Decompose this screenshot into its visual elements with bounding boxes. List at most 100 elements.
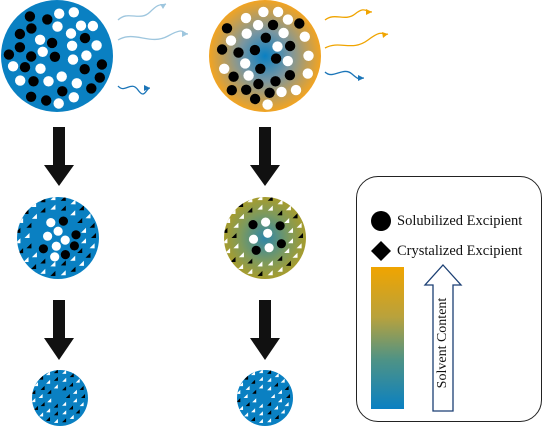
crystalized-excipient-diamond bbox=[47, 389, 52, 394]
crystalized-excipient-diamond bbox=[252, 389, 257, 394]
solubilized-excipient-dot bbox=[19, 61, 31, 73]
solubilized-excipient-dot bbox=[275, 221, 285, 231]
crystalized-excipient-diamond bbox=[26, 243, 32, 249]
solubilized-excipient-dot bbox=[276, 239, 286, 249]
crystalized-excipient-diamond bbox=[245, 402, 250, 407]
solubilized-excipient-dot bbox=[267, 19, 279, 31]
solvent-diamond bbox=[258, 376, 263, 381]
solvent-diamond bbox=[233, 243, 239, 249]
solvent-diamond bbox=[238, 264, 244, 270]
solvent-gradient-bar bbox=[371, 267, 404, 409]
solvent-diamond bbox=[230, 209, 236, 215]
solvent-dot bbox=[261, 217, 271, 227]
solvent-diamond bbox=[258, 403, 263, 408]
solvent-diamond bbox=[224, 238, 228, 244]
solvent-diamond bbox=[81, 238, 87, 244]
solvent-diamond bbox=[285, 205, 291, 211]
solvent-dot bbox=[290, 84, 302, 96]
crystalized-excipient-diamond bbox=[75, 409, 80, 414]
solvent-diamond bbox=[243, 394, 248, 399]
solvent-dot bbox=[241, 28, 252, 39]
crystalized-excipient-diamond bbox=[89, 222, 95, 228]
solvent-diamond bbox=[258, 411, 263, 416]
solvent-dot bbox=[34, 34, 46, 45]
crystalized-excipient-diamond bbox=[277, 255, 283, 261]
solvent-diamond bbox=[62, 377, 67, 382]
crystalized-excipient-diamond bbox=[53, 411, 58, 416]
crystalized-excipient-diamond bbox=[62, 386, 67, 391]
solubilized-excipient-dot bbox=[226, 85, 237, 96]
process-arrow-b1 bbox=[250, 127, 280, 186]
crystalized-excipient-diamond bbox=[292, 213, 298, 219]
solvent-content-arrow: Solvent Content bbox=[423, 263, 463, 413]
solvent-diamond bbox=[70, 210, 76, 216]
solvent-dot bbox=[299, 31, 310, 42]
solvent-diamond bbox=[257, 261, 263, 267]
solvent-dot bbox=[248, 234, 259, 244]
solubilized-excipient-dot bbox=[248, 220, 258, 230]
solvent-diamond bbox=[89, 243, 95, 249]
solvent-dot bbox=[252, 19, 264, 31]
solvent-dot bbox=[65, 28, 77, 39]
crystalized-excipient-diamond bbox=[274, 382, 279, 387]
solvent-diamond bbox=[70, 255, 76, 261]
solvent-diamond bbox=[53, 418, 58, 423]
solubilized-excipient-dot bbox=[228, 71, 239, 82]
solvent-diamond bbox=[17, 238, 21, 244]
mixed-particle-final bbox=[237, 370, 293, 426]
solubilized-excipient-dot bbox=[79, 63, 90, 75]
solvent-dot bbox=[87, 20, 99, 32]
solubilized-excipient-dot bbox=[270, 76, 281, 87]
solvent-diamond bbox=[267, 270, 273, 276]
solvent-diamond bbox=[238, 252, 244, 258]
crystalized-excipient-diamond bbox=[231, 233, 237, 239]
evaporation-arrows-blue bbox=[117, 3, 189, 95]
solubilized-excipient-dot bbox=[26, 23, 37, 34]
solvent-diamond bbox=[247, 268, 253, 274]
solvent-dot bbox=[56, 71, 67, 82]
solvent-diamond bbox=[39, 412, 44, 417]
solvent-dot bbox=[66, 40, 78, 51]
crystalized-excipient-diamond bbox=[77, 218, 83, 224]
crystalized-excipient-diamond bbox=[62, 418, 67, 423]
solubilized-excipient-dot bbox=[58, 216, 68, 226]
solvent-diamond bbox=[258, 384, 263, 389]
solvent-diamond bbox=[258, 418, 263, 423]
evaporation-arrows-orange bbox=[324, 9, 389, 81]
solvent-diamond bbox=[284, 402, 289, 407]
crystalized-excipient-diamond bbox=[17, 227, 21, 233]
solvent-diamond bbox=[69, 414, 74, 419]
solvent-diamond bbox=[79, 402, 84, 407]
blue-droplet-intermediate bbox=[17, 197, 99, 279]
solvent-diamond bbox=[288, 238, 294, 244]
solvent-diamond bbox=[50, 197, 56, 201]
solvent-dot bbox=[282, 55, 293, 67]
solvent-dot bbox=[7, 61, 19, 72]
solvent-diamond bbox=[46, 379, 51, 384]
solubilized-excipient-dot bbox=[249, 93, 261, 105]
solvent-diamond bbox=[284, 218, 290, 224]
solvent-diamond bbox=[38, 394, 43, 399]
solubilized-excipient-dot bbox=[216, 44, 228, 55]
crystalized-excipient-diamond bbox=[40, 197, 46, 203]
solvent-diamond bbox=[296, 243, 302, 249]
crystalized-excipient-diamond bbox=[244, 375, 249, 380]
solubilized-excipient-dot bbox=[24, 11, 36, 22]
crystalized-excipient-diamond bbox=[40, 402, 45, 407]
solvent-dot bbox=[68, 92, 80, 103]
crystalized-excipient-diamond bbox=[247, 207, 253, 213]
crystalized-excipient-diamond bbox=[40, 258, 46, 264]
solvent-diamond bbox=[252, 398, 257, 403]
solvent-diamond bbox=[245, 385, 250, 390]
crystalized-excipient-diamond bbox=[69, 382, 74, 387]
crystalized-excipient-diamond bbox=[257, 270, 263, 276]
solvent-diamond bbox=[24, 233, 30, 239]
solvent-dot bbox=[240, 58, 251, 69]
solvent-dot bbox=[71, 78, 83, 89]
legend-row-crystalized: Crystalized Excipient bbox=[357, 239, 522, 263]
blue-particle-final bbox=[32, 370, 88, 426]
solvent-diamond bbox=[292, 252, 298, 258]
solubilized-excipient-dot bbox=[3, 49, 15, 60]
solubilized-excipient-dot bbox=[96, 59, 108, 70]
